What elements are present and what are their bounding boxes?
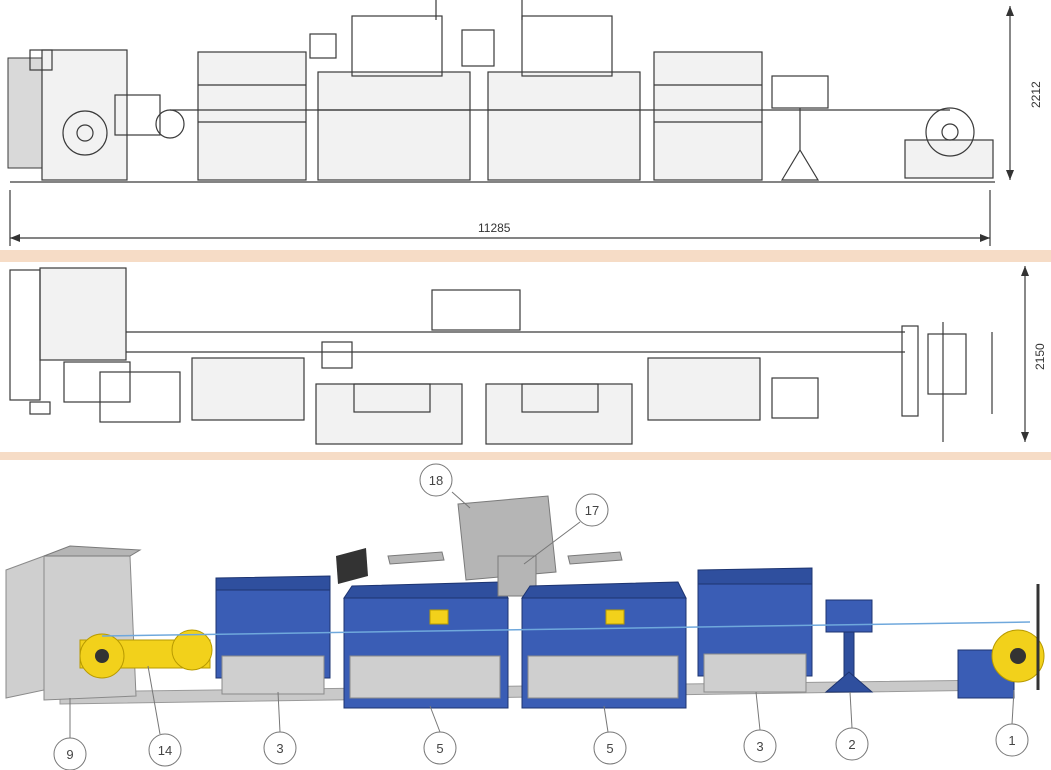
front-view-drawing: 11285 2212 xyxy=(7,0,1043,246)
height-dimension-top-label: 2150 xyxy=(1033,343,1047,370)
callout-14 xyxy=(148,733,182,767)
unwinder-side xyxy=(5,555,45,699)
unwinder-front xyxy=(43,555,137,701)
callout-5-left xyxy=(423,731,457,765)
svg-text:5: 5 xyxy=(606,741,613,756)
svg-text:2: 2 xyxy=(848,737,855,752)
top-dryer-left xyxy=(191,357,305,421)
module-print-right xyxy=(487,71,641,181)
unwind-reel xyxy=(62,110,108,156)
callout-2 xyxy=(835,727,869,761)
unwinder-cabinet xyxy=(7,57,43,169)
module-print-left xyxy=(317,71,471,181)
front-view-panel: 11285 2212 xyxy=(0,0,1051,250)
svg-text:9: 9 xyxy=(66,747,73,762)
callout-5-right xyxy=(593,731,627,765)
callout-17 xyxy=(575,493,609,527)
web-guide-2 xyxy=(825,599,873,633)
module-right-dryer xyxy=(653,51,763,181)
isometric-drawing: 18 17 9 14 3 5 5 3 2 1 xyxy=(5,463,1045,770)
svg-text:3: 3 xyxy=(756,739,763,754)
callout-9 xyxy=(53,737,87,770)
svg-text:17: 17 xyxy=(585,503,599,518)
height-dimension-front-label: 2212 xyxy=(1029,81,1043,108)
top-view-panel: 2150 xyxy=(0,262,1051,452)
svg-text:5: 5 xyxy=(436,741,443,756)
svg-text:1: 1 xyxy=(1008,733,1015,748)
top-view-drawing: 2150 xyxy=(9,266,1047,445)
module-left-dryer xyxy=(197,51,307,181)
svg-text:14: 14 xyxy=(158,743,172,758)
callout-3-right xyxy=(743,729,777,763)
callout-3-left xyxy=(263,731,297,765)
callout-18 xyxy=(419,463,453,497)
isometric-view-panel: 18 17 9 14 3 5 5 3 2 1 xyxy=(0,460,1051,770)
callout-1 xyxy=(995,723,1029,757)
width-dimension-label: 11285 xyxy=(478,221,511,235)
svg-text:3: 3 xyxy=(276,741,283,756)
top-dryer-right xyxy=(647,357,761,421)
rewinder xyxy=(904,139,994,179)
svg-text:18: 18 xyxy=(429,473,443,488)
